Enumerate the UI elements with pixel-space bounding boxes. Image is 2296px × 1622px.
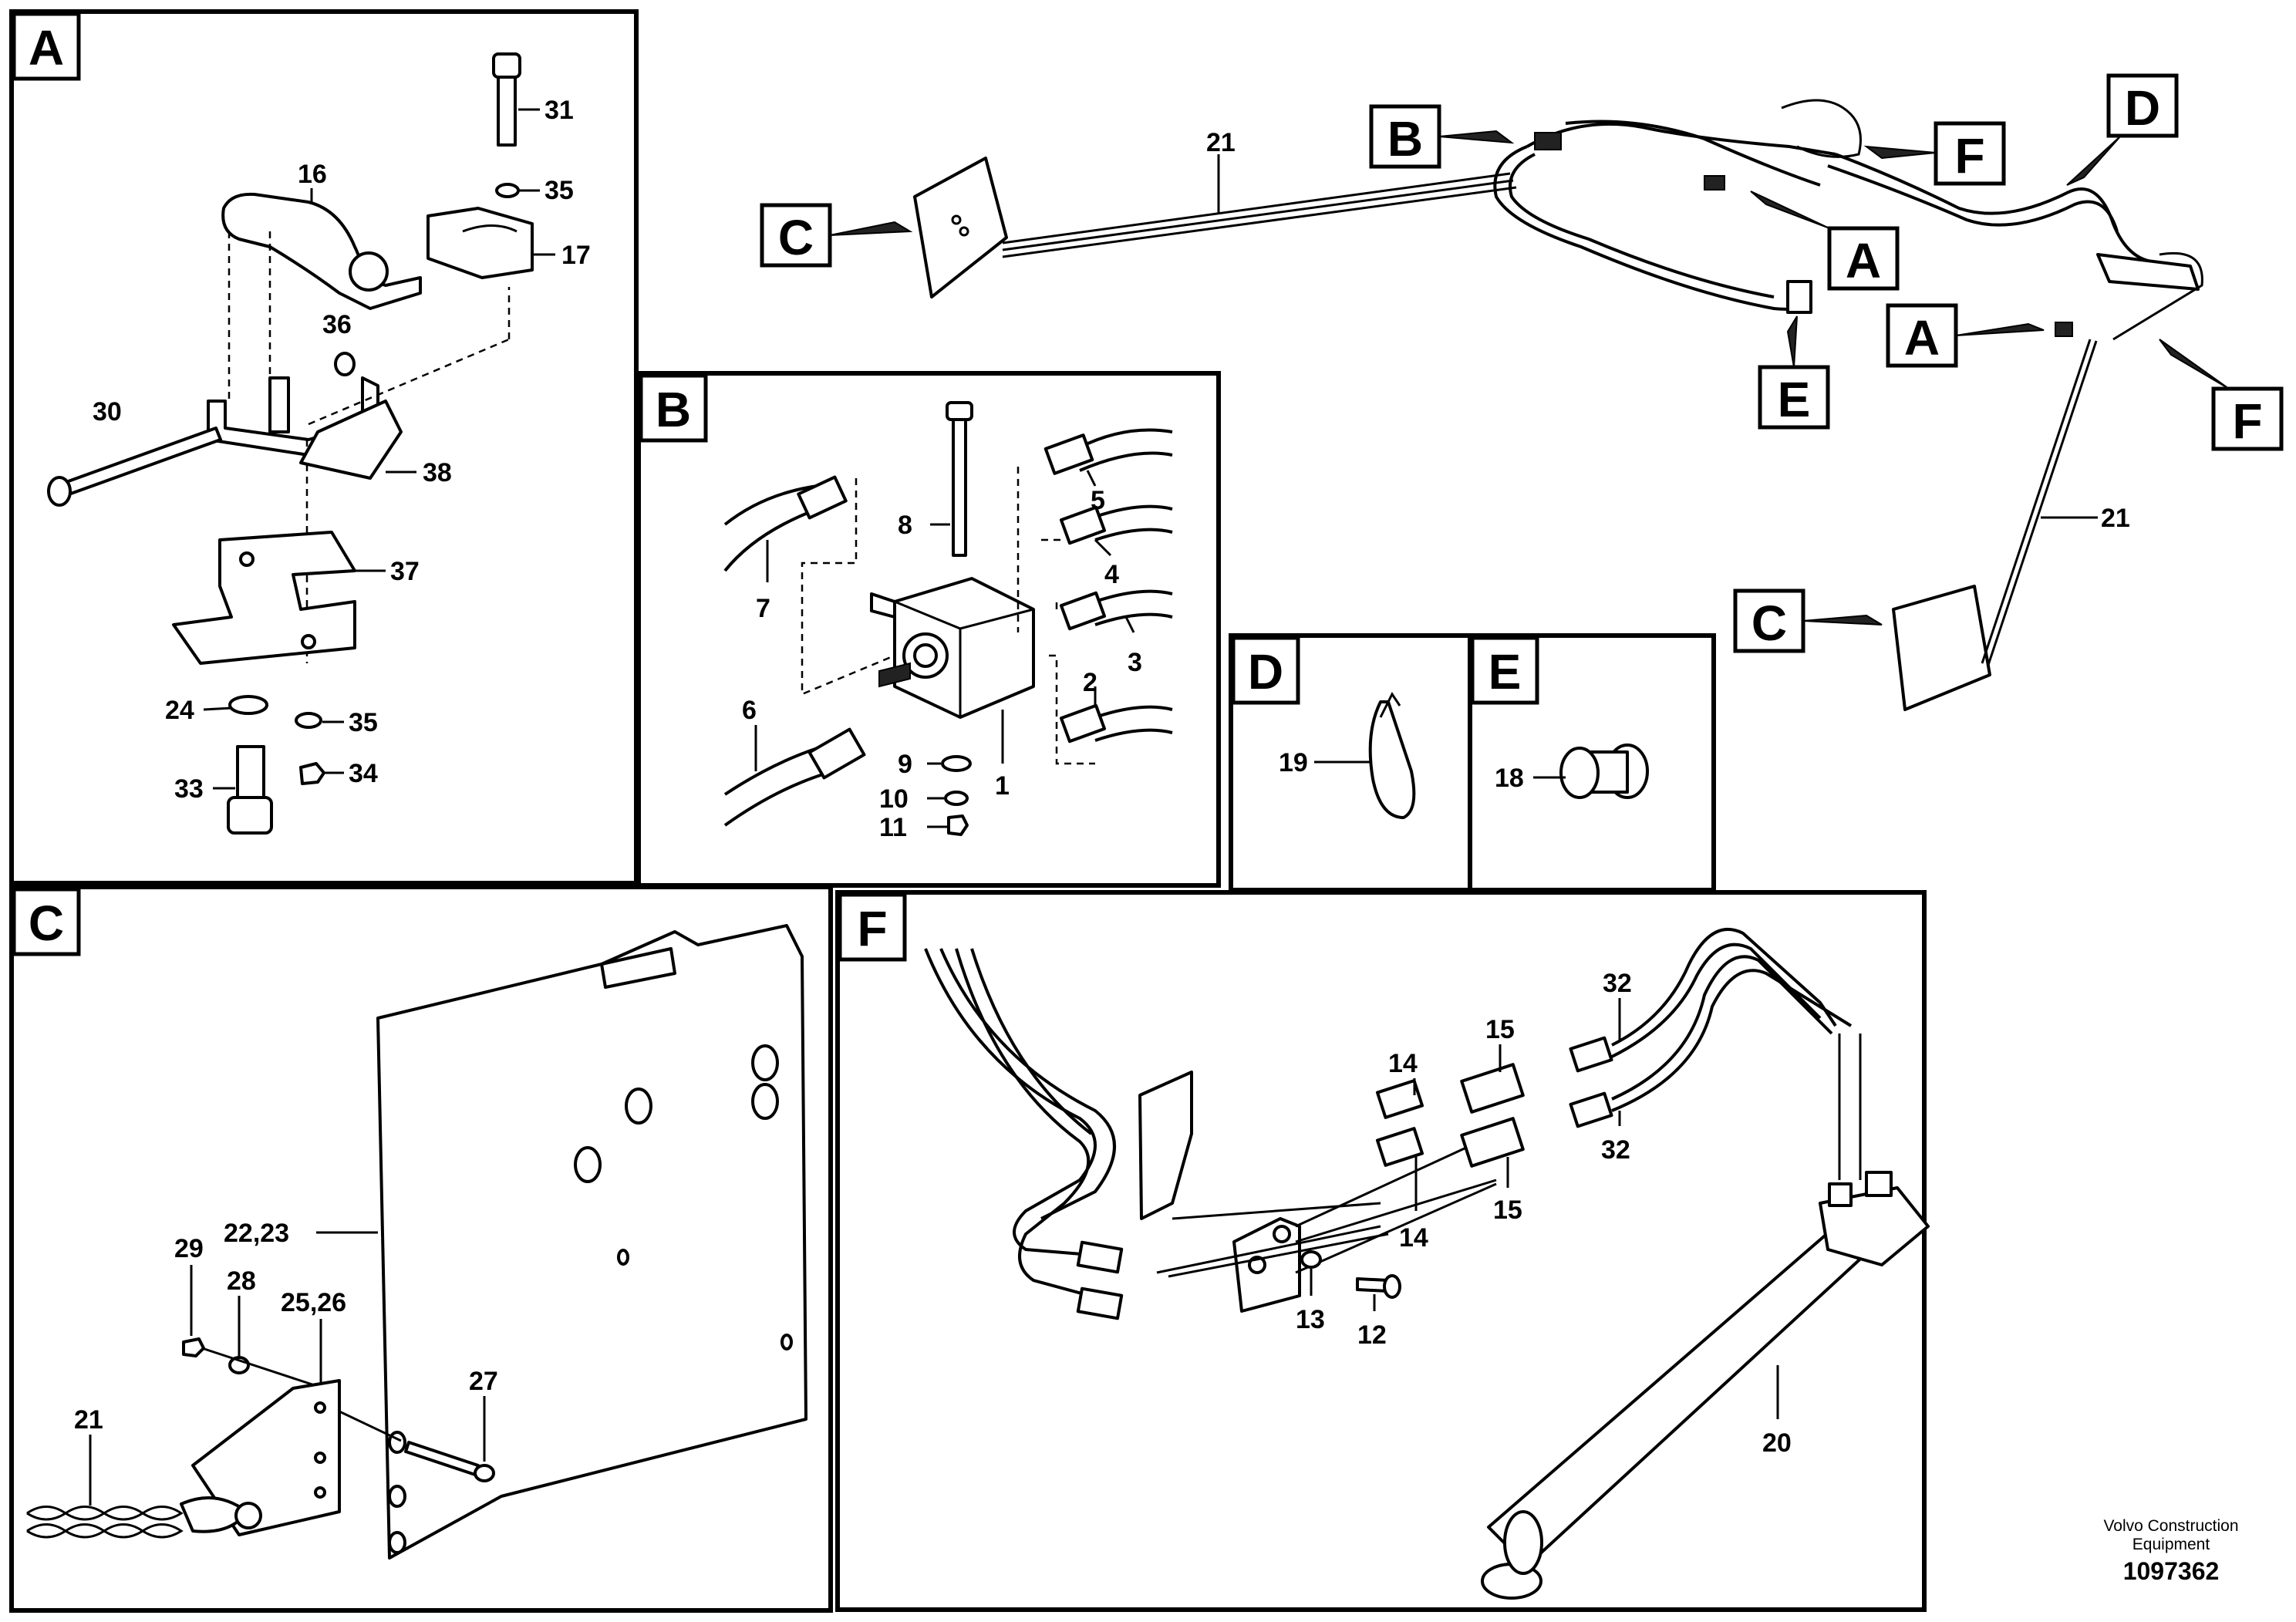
label-a-31: 31 bbox=[544, 96, 574, 125]
overview-assembly: 21 21 B F D C A bbox=[760, 73, 2284, 711]
label-f-32b: 32 bbox=[1601, 1135, 1630, 1165]
label-a-16: 16 bbox=[298, 160, 327, 189]
callout-b: B bbox=[1387, 111, 1423, 167]
company-line1: Volvo Construction bbox=[2103, 1517, 2238, 1535]
label-f-14b: 14 bbox=[1399, 1223, 1428, 1253]
label-a-35: 35 bbox=[544, 176, 574, 205]
label-e-18: 18 bbox=[1495, 764, 1524, 793]
label-f-13: 13 bbox=[1296, 1305, 1325, 1334]
label-f-32: 32 bbox=[1603, 969, 1632, 998]
label-b-11: 11 bbox=[879, 813, 907, 842]
label-f-15: 15 bbox=[1485, 1015, 1515, 1044]
label-b-4: 4 bbox=[1104, 560, 1119, 589]
company-line2: Equipment bbox=[2132, 1536, 2210, 1553]
panel-c-tag: C bbox=[29, 895, 64, 951]
panel-b-tag: B bbox=[656, 382, 691, 437]
callout-e: E bbox=[1778, 372, 1811, 427]
label-b-8: 8 bbox=[898, 511, 912, 540]
panel-a: A 31 16 35 17 36 30 bbox=[9, 9, 639, 885]
callout-f-right: F bbox=[2232, 393, 2262, 449]
label-f-20: 20 bbox=[1762, 1428, 1792, 1458]
label-a-17: 17 bbox=[561, 241, 591, 270]
label-b-1: 1 bbox=[995, 771, 1010, 801]
label-c-21: 21 bbox=[74, 1405, 103, 1435]
panel-d-tag: D bbox=[1248, 644, 1283, 700]
label-b-3: 3 bbox=[1128, 648, 1142, 677]
label-a-38: 38 bbox=[423, 458, 452, 487]
label-b-5: 5 bbox=[1091, 486, 1105, 515]
label-c-28: 28 bbox=[227, 1266, 256, 1296]
callout-c-right: C bbox=[1752, 595, 1787, 651]
label-overview-21: 21 bbox=[1206, 128, 1236, 157]
label-c-27: 27 bbox=[469, 1367, 498, 1396]
label-f-14: 14 bbox=[1388, 1049, 1418, 1078]
callout-a-right: A bbox=[1904, 310, 1940, 366]
label-a-30: 30 bbox=[93, 397, 122, 427]
label-a-33: 33 bbox=[174, 774, 204, 804]
label-a-35b: 35 bbox=[349, 708, 378, 737]
label-b-2: 2 bbox=[1083, 668, 1097, 697]
callout-d: D bbox=[2125, 80, 2160, 136]
label-b-9: 9 bbox=[898, 750, 912, 779]
panel-f-tag: F bbox=[857, 901, 887, 956]
panel-c: C 22,23 29 28 25,26 27 bbox=[9, 885, 833, 1613]
drawing-number: 1097362 bbox=[2123, 1557, 2220, 1585]
panel-e-tag: E bbox=[1489, 644, 1522, 700]
panel-d: D 19 bbox=[1229, 633, 1472, 892]
label-b-7: 7 bbox=[756, 594, 770, 623]
label-a-36: 36 bbox=[322, 310, 352, 339]
callout-f-top: F bbox=[1954, 128, 1984, 184]
label-f-12: 12 bbox=[1357, 1320, 1387, 1350]
label-f-15b: 15 bbox=[1493, 1195, 1522, 1225]
label-a-37: 37 bbox=[390, 557, 420, 586]
callout-c-top: C bbox=[778, 210, 814, 265]
panel-f: F 14 14 15 15 32 32 bbox=[835, 890, 1930, 1612]
panel-b: B 8 5 7 4 bbox=[636, 371, 1221, 888]
label-b-10: 10 bbox=[879, 784, 909, 814]
label-c-22-23: 22,23 bbox=[224, 1219, 289, 1248]
label-a-24: 24 bbox=[165, 696, 194, 725]
label-c-29: 29 bbox=[174, 1234, 204, 1263]
callout-a-top: A bbox=[1846, 233, 1881, 288]
label-a-34: 34 bbox=[349, 759, 378, 788]
panel-a-tag: A bbox=[29, 20, 64, 76]
panel-e: E 18 bbox=[1468, 633, 1716, 892]
label-b-6: 6 bbox=[742, 696, 757, 725]
label-d-19: 19 bbox=[1279, 748, 1308, 777]
label-overview-21b: 21 bbox=[2101, 504, 2130, 533]
drawing-footer: Volvo Construction Equipment 1097362 bbox=[2103, 1517, 2238, 1585]
label-c-25-26: 25,26 bbox=[281, 1288, 346, 1317]
